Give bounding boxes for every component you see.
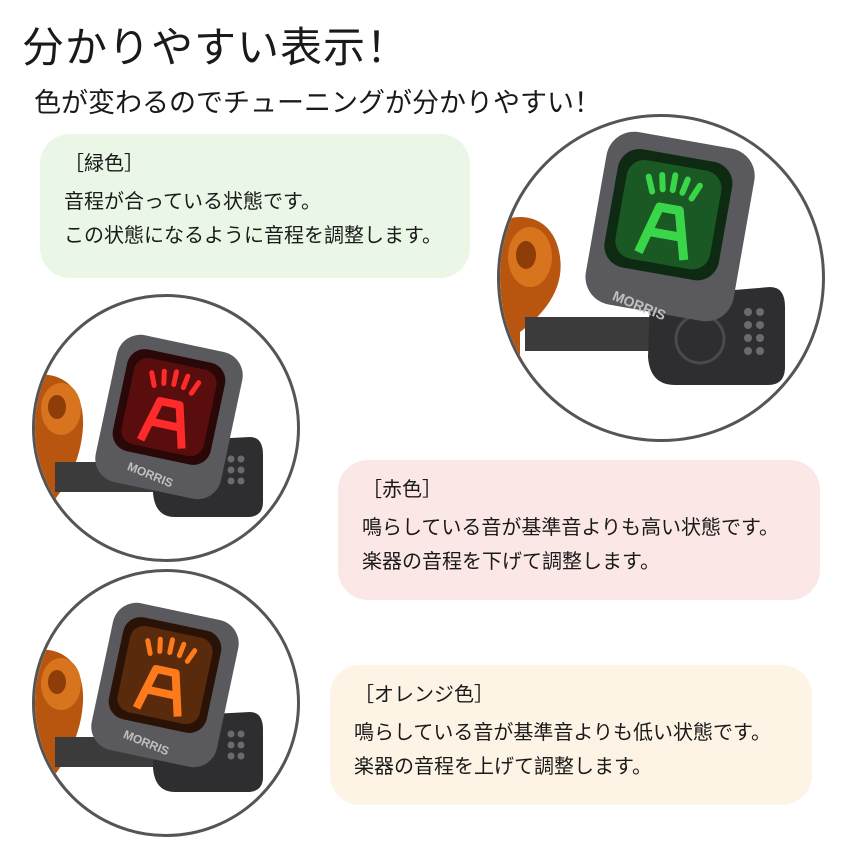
- page-title: 分かりやすい表示！: [22, 23, 410, 72]
- green-state-card: ［緑色］ 音程が合っている状態です。 この状態になるように音程を調整します。: [40, 134, 470, 278]
- tuner-body-icon: [585, 131, 755, 322]
- tuner-photo-red: MORRIS: [32, 294, 300, 562]
- orange-state-card: ［オレンジ色］ 鳴らしている音が基準音よりも低い状態です。 楽器の音程を上げて調…: [330, 665, 812, 805]
- orange-card-line-1: 鳴らしている音が基準音よりも低い状態です。: [354, 720, 771, 744]
- green-card-line-2: この状態になるように音程を調整します。: [64, 223, 442, 247]
- red-card-line-1: 鳴らしている音が基準音よりも高い状態です。: [362, 515, 779, 539]
- tuner-photo-green: MORRIS: [497, 114, 825, 442]
- tuner-illustration-orange: MORRIS: [35, 602, 263, 834]
- red-state-card: ［赤色］ 鳴らしている音が基準音よりも高い状態です。 楽器の音程を下げて調整しま…: [338, 460, 820, 600]
- orange-card-heading: ［オレンジ色］: [354, 682, 494, 706]
- red-card-line-2: 楽器の音程を下げて調整します。: [362, 549, 660, 573]
- green-card-line-1: 音程が合っている状態です。: [64, 189, 321, 213]
- green-card-heading: ［緑色］: [64, 151, 144, 175]
- violin-scroll-icon: [500, 217, 655, 439]
- tuner-display-note: [132, 636, 198, 717]
- tuner-display-note: [136, 368, 202, 449]
- red-card-heading: ［赤色］: [362, 477, 442, 501]
- tuner-illustration-red: MORRIS: [35, 334, 263, 559]
- tuner-photo-orange: MORRIS: [32, 569, 300, 837]
- page-subtitle: 色が変わるのでチューニングが分かりやすい！: [34, 88, 601, 119]
- tuner-illustration-green: MORRIS: [500, 131, 785, 439]
- orange-card-line-2: 楽器の音程を上げて調整します。: [354, 754, 652, 778]
- tuner-display-note: [634, 172, 703, 261]
